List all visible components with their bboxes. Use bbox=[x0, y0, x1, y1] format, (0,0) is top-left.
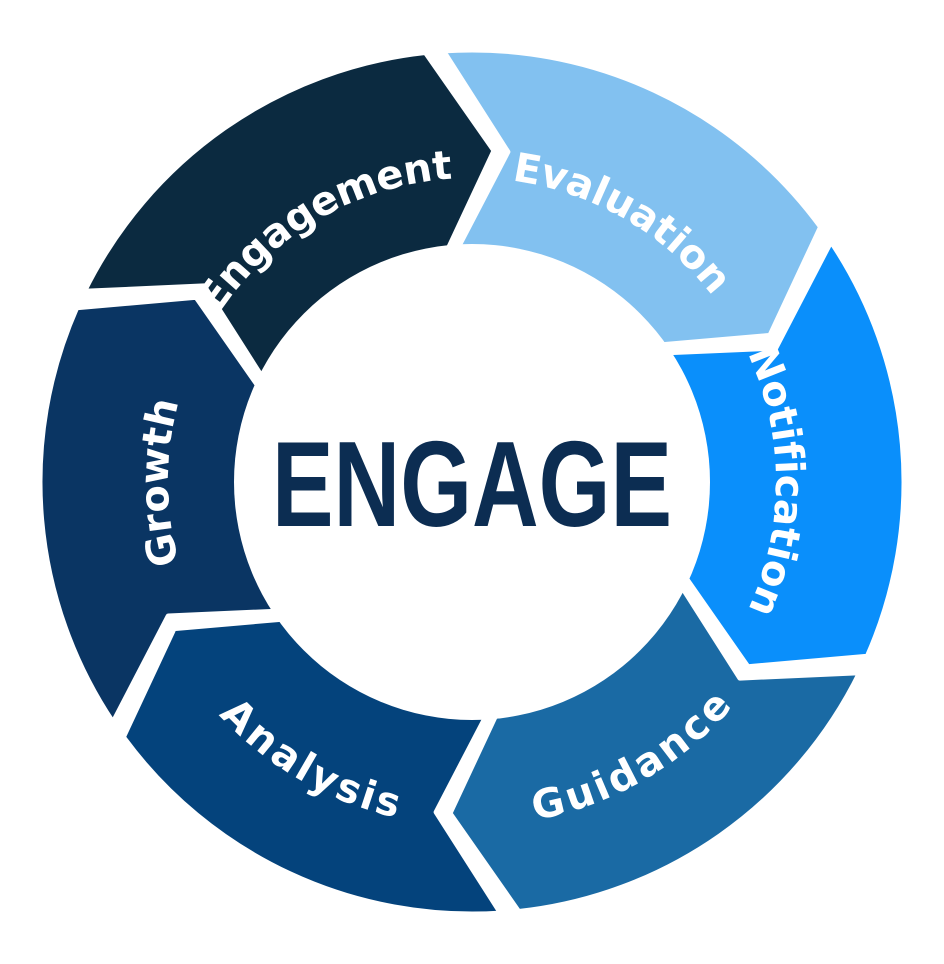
center-circle bbox=[234, 244, 710, 720]
cycle-segments bbox=[37, 47, 907, 917]
center-title: ENGAGE bbox=[272, 416, 672, 552]
